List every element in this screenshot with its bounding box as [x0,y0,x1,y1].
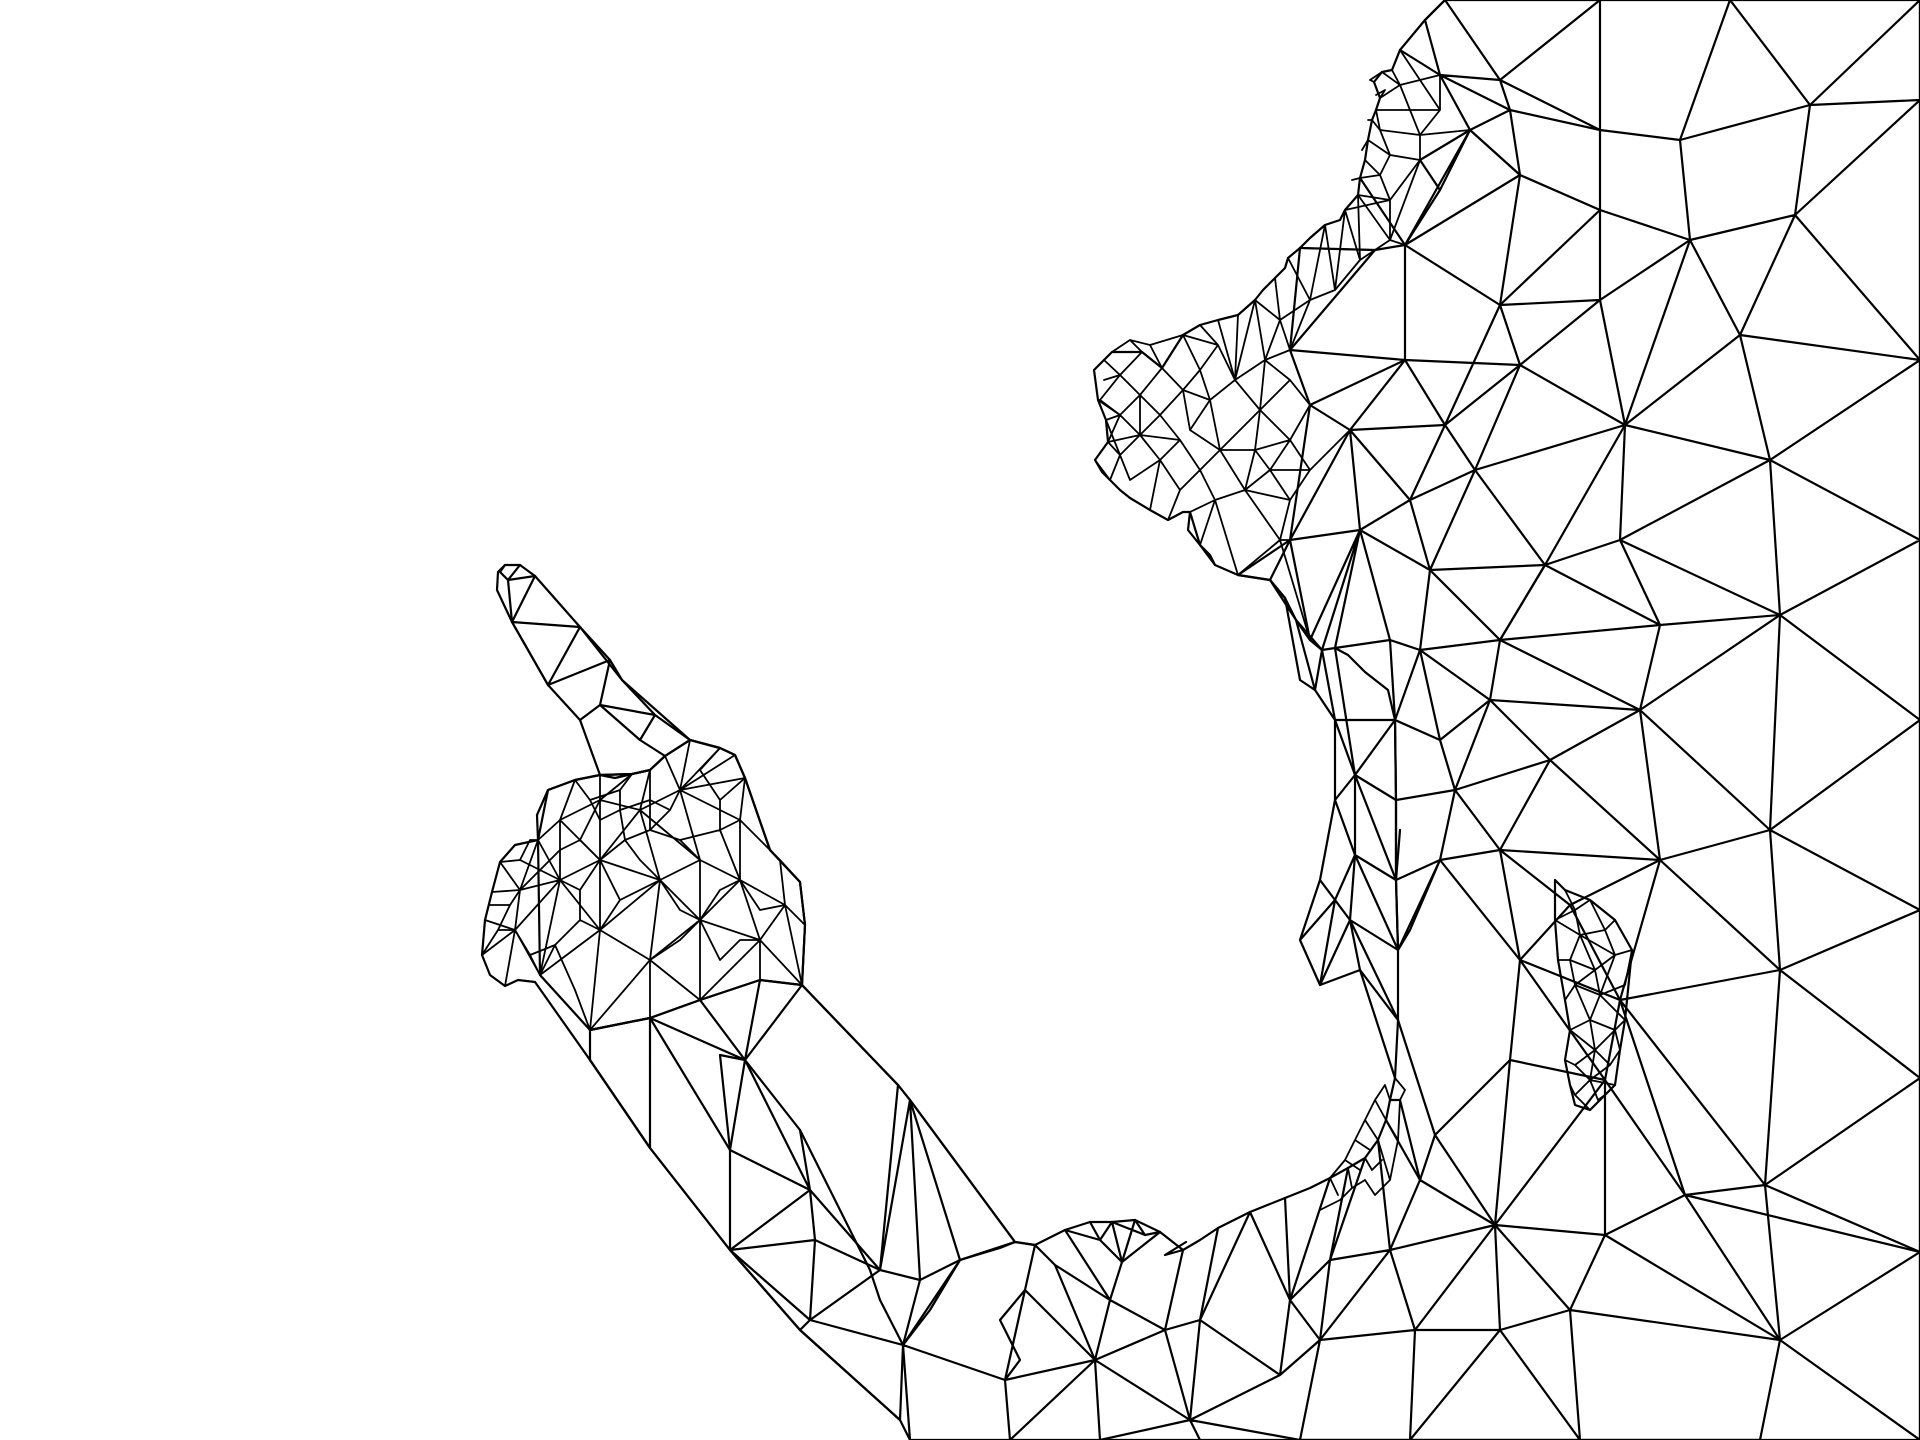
chin-mesh [1188,510,1324,652]
head-top-mesh [1344,49,1471,241]
lower-body-mesh [901,1018,1920,1440]
forearm-mesh [588,978,1017,1422]
background-mesh [1236,0,1920,1342]
collar-mesh [1319,1077,1406,1211]
index-finger [495,563,692,777]
torso-edge-mesh [1283,596,1402,1080]
face-mesh [1094,159,1421,641]
chest-cutout [1553,878,1634,1112]
hand-mesh [481,738,807,1032]
